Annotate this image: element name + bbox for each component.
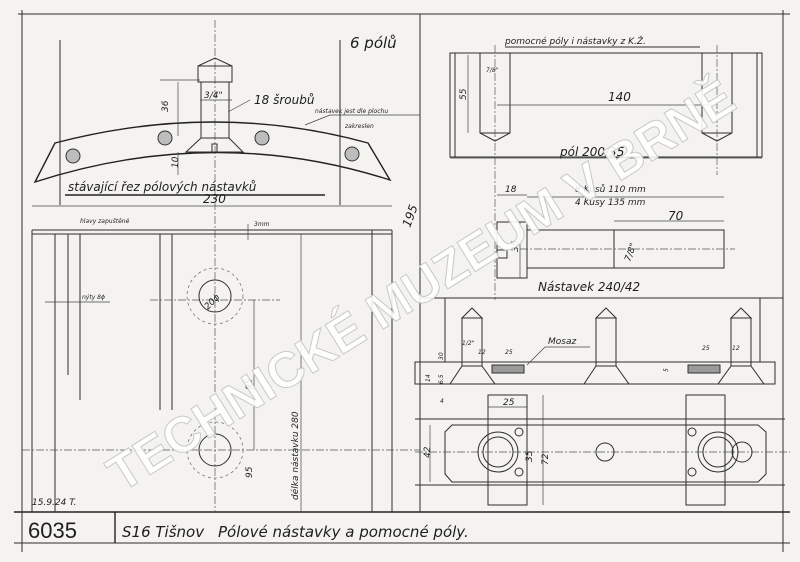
dim-35-plan: 35	[525, 450, 535, 462]
dim-30: 30	[438, 352, 445, 360]
auxiliary-poles: 6 pólů pomocné póly i nástavky z K.Ž. 7/…	[350, 34, 783, 362]
drawing-title: Pólové nástavky a pomocné póly.	[218, 523, 469, 541]
brass-insert	[687, 364, 721, 374]
qty-line-1: 8 Kusů 110 mm	[575, 184, 646, 195]
lower-hole	[198, 433, 232, 467]
dim-35: 35	[511, 240, 521, 252]
date-label: 15.9.24 T.	[32, 498, 77, 508]
length-note: délka nástavku 280	[290, 411, 301, 500]
bolt-hole	[65, 148, 81, 164]
bolt	[184, 57, 245, 153]
dim-bolt: 1/2"	[462, 340, 475, 347]
bolt-hole	[157, 130, 173, 146]
section-view: 36 10 3/4" 18 šroubů nástavek jest dle p…	[32, 20, 420, 512]
note-line-1: nástavek jest dle plochu	[315, 108, 388, 115]
dim-95-top: 95	[245, 378, 255, 390]
bolt-right	[717, 307, 765, 385]
dim-25-left: 25	[505, 349, 513, 356]
dim-55: 55	[459, 88, 469, 100]
extension-label: Nástavek 240/42	[538, 280, 640, 294]
bolt-hole	[344, 146, 360, 162]
dim-70: 70	[668, 209, 684, 223]
extension-plan-outline	[444, 424, 767, 483]
material-label: Mosaz	[548, 337, 576, 347]
dim-12-right: 12	[732, 345, 740, 352]
title-block: 15.9.24 T. 6035 S16 Tišnov Pólové nástav…	[28, 498, 469, 543]
brass-insert	[491, 364, 525, 374]
pole-label: pól 200/35	[559, 145, 624, 159]
dim-12-left: 12	[478, 349, 486, 356]
dim-6-5: 6.5	[438, 374, 445, 384]
dim-25-plan: 25	[503, 398, 515, 408]
sheet-frame	[14, 10, 790, 552]
bolt-size-label: 3/4"	[204, 91, 223, 101]
bolt-size-2: 7/8"	[623, 242, 639, 263]
title-6-poles: 6 pólů	[350, 34, 397, 52]
watermark: TECHNICKÉ MUZEUM V BRNĚ	[98, 69, 745, 502]
rivets-note: nýty 8ϕ	[82, 294, 105, 301]
extension-detail: Mosaz 30 1/2" 12 25 14 6.5 5 25 12 4 25 …	[414, 307, 790, 506]
center-hole	[198, 279, 232, 313]
dim-5: 5	[663, 368, 670, 372]
aux-header: pomocné póly i nástavky z K.Ž.	[504, 35, 646, 47]
dim-14: 14	[425, 374, 432, 382]
dim-42: 42	[423, 446, 433, 458]
gap-label: 3mm	[254, 221, 270, 228]
dim-10: 10	[171, 156, 181, 168]
qty-line-2: 4 Kusy 135 mm	[575, 198, 646, 208]
plan-view: hlavy zapuštěné 3mm nýty 8ϕ 20ϕ 95 95 dé…	[22, 203, 421, 512]
pole-shoe-outline	[33, 121, 392, 184]
bolts-note: 18 šroubů	[254, 93, 315, 107]
dim-195: 195	[400, 203, 421, 229]
section-caption: stávající řez pólových nástavků	[68, 180, 257, 194]
bolt-hole	[254, 130, 270, 146]
dim-4: 4	[440, 398, 444, 405]
note-line-2: zakreslen	[344, 123, 374, 130]
heads-note: hlavy zapuštěné	[80, 218, 130, 225]
dim-18: 18	[505, 185, 517, 195]
hole-dia: 20ϕ	[203, 293, 222, 312]
bolt-left	[449, 307, 496, 385]
aux-bolt-size: 7/8"	[486, 67, 499, 74]
drawing-number: 6035	[28, 518, 77, 543]
dim-140: 140	[608, 90, 631, 104]
dim-72: 72	[541, 453, 551, 465]
dim-95-bottom: 95	[245, 466, 255, 478]
dim-25-right: 25	[702, 345, 710, 352]
dim-230: 230	[203, 192, 226, 206]
station-label: S16 Tišnov	[122, 523, 205, 541]
bolt-center	[583, 307, 630, 385]
dim-36: 36	[161, 100, 171, 112]
